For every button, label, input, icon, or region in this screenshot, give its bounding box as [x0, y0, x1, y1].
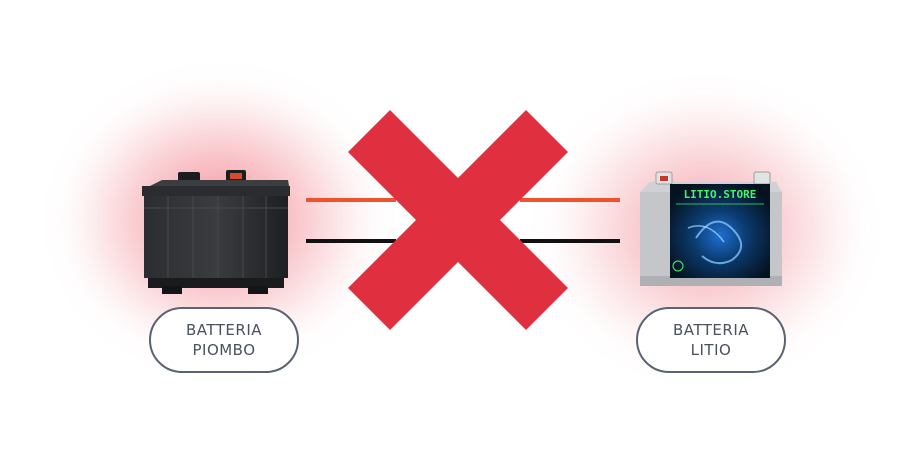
lithium-battery-label-line1: BATTERIA — [672, 321, 750, 339]
lead-battery-label-line2: PIOMBO — [192, 341, 256, 359]
negative-wire-left — [306, 239, 396, 243]
lead-acid-battery-icon — [142, 170, 290, 294]
negative-wire-right — [520, 239, 620, 243]
lead-battery-label-line1: BATTERIA — [185, 321, 263, 339]
positive-wire-left — [306, 198, 396, 202]
lithium-battery-icon: LITIO.STORE — [640, 171, 782, 286]
lithium-battery-label: BATTERIA LITIO — [636, 307, 786, 373]
lithium-battery-label-line2: LITIO — [690, 341, 732, 359]
no-connection-x-icon — [348, 110, 568, 330]
lead-battery-label: BATTERIA PIOMBO — [149, 307, 299, 373]
brand-label: LITIO.STORE — [684, 188, 757, 201]
positive-wire-right — [520, 198, 620, 202]
